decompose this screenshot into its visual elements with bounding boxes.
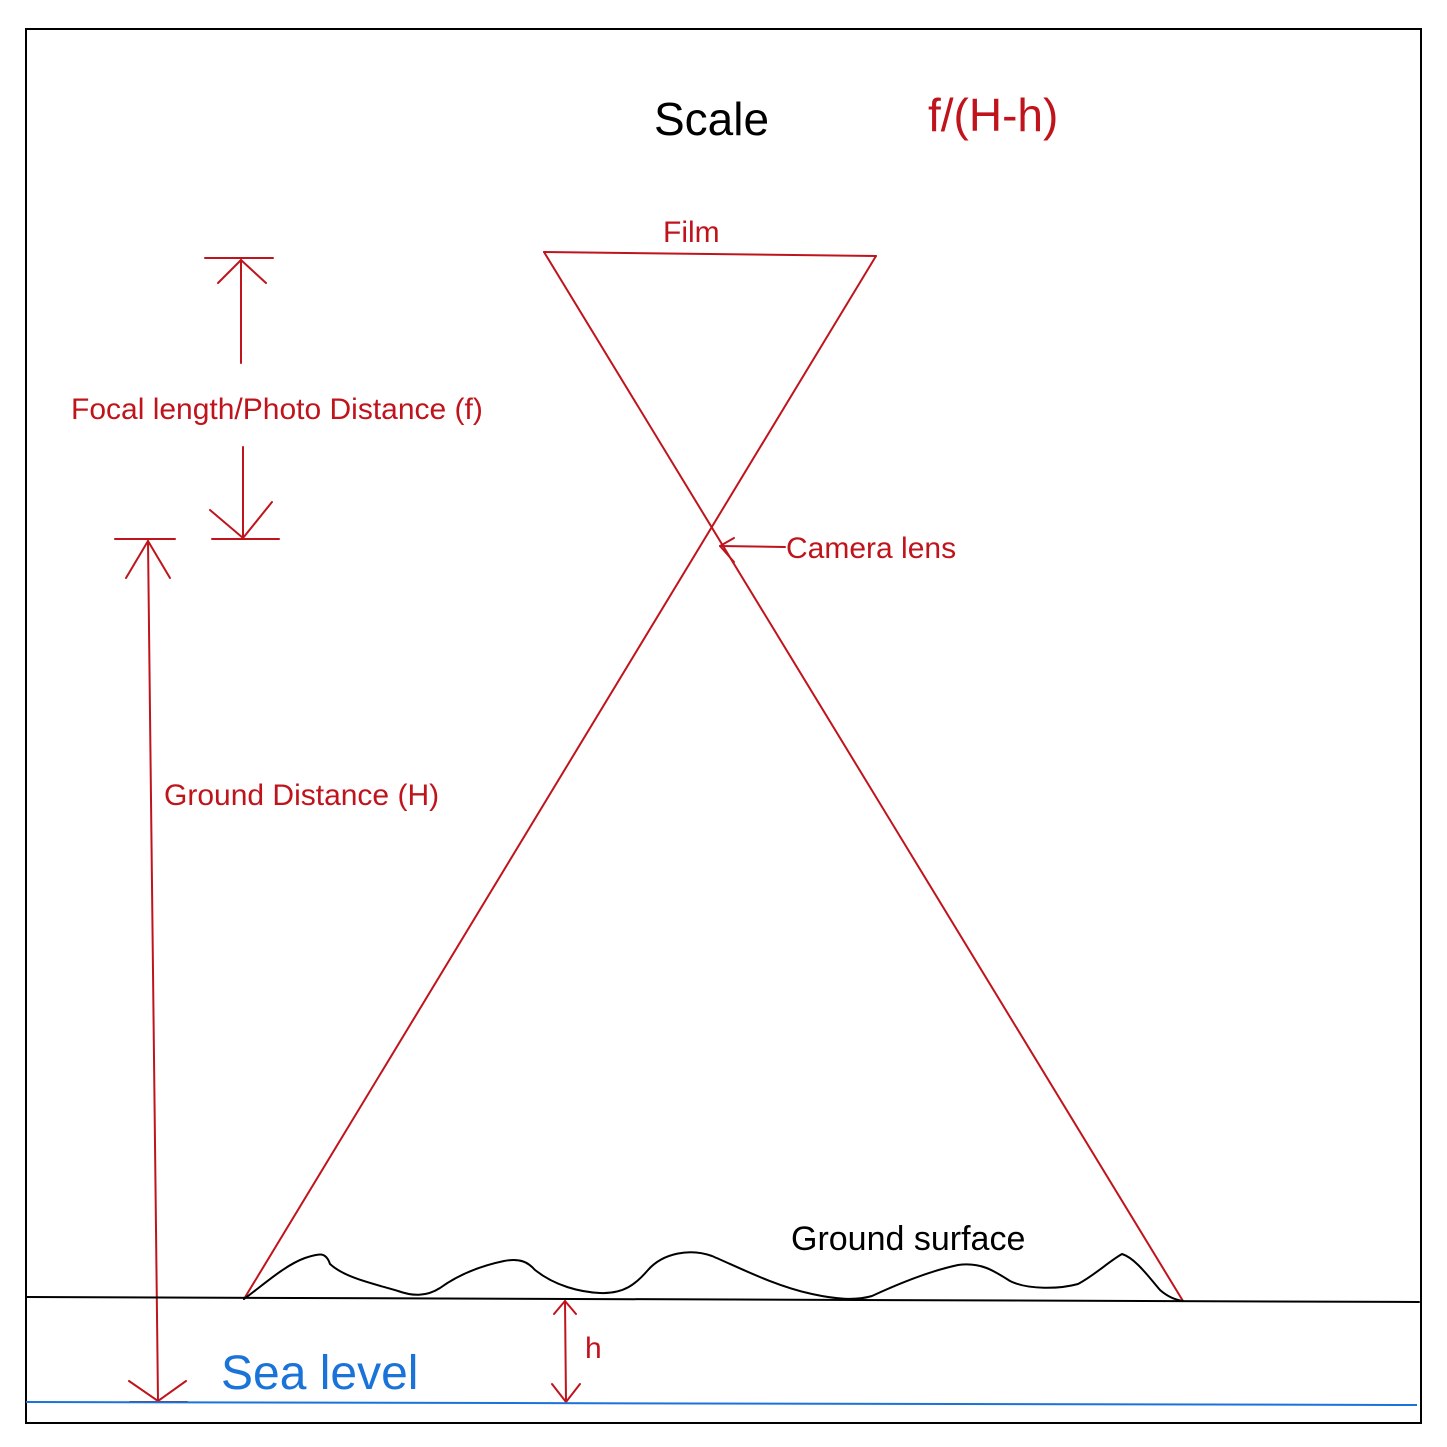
elevation-h-dimension (551, 1300, 581, 1403)
sea-level-line (25, 1401, 1418, 1406)
ground-distance-dimension (114, 538, 188, 1403)
camera-lens-pointer (719, 537, 786, 563)
diagram-frame (25, 28, 1422, 1424)
film-line (543, 251, 877, 257)
light-ray-right (243, 255, 877, 1300)
ground-distance-label: Ground Distance (H) (164, 779, 439, 812)
scale-formula: f/(H-h) (928, 89, 1058, 141)
focal-length-label: Focal length/Photo Distance (f) (71, 393, 483, 426)
sea-level-label: Sea level (221, 1347, 418, 1400)
diagram-title: Scale (654, 93, 769, 145)
ground-surface-terrain (243, 1251, 1184, 1302)
ground-line (25, 1296, 1420, 1303)
camera-lens-label: Camera lens (786, 532, 956, 565)
film-label: Film (663, 216, 720, 249)
focal-length-dimension (204, 257, 280, 540)
ground-surface-label: Ground surface (791, 1220, 1025, 1258)
elevation-h-label: h (585, 1332, 602, 1365)
light-ray-left (543, 251, 1184, 1302)
